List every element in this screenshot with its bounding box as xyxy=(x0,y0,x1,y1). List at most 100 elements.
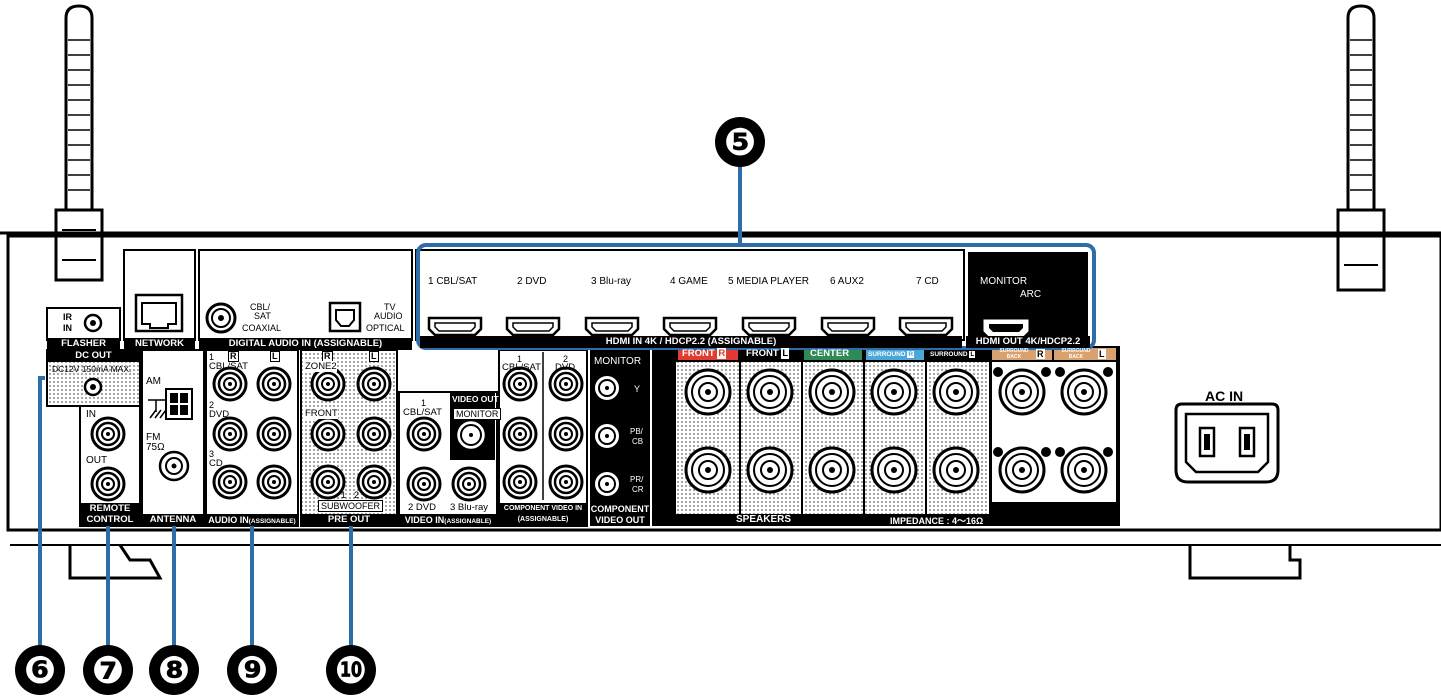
plus-symbol: ⊕ xyxy=(656,379,672,399)
flasher-caption: FLASHER xyxy=(47,338,120,350)
ac-inlet[interactable] xyxy=(1186,414,1268,472)
pre-out-jacks[interactable] xyxy=(312,368,390,498)
antenna-left xyxy=(54,4,104,282)
spk-front-l-text: FRONT xyxy=(746,348,779,359)
remote-in-label: IN xyxy=(86,409,96,420)
hdmi-in-1-label: 1 CBL/SAT xyxy=(428,276,478,287)
comp-out-cr: CR xyxy=(632,485,644,494)
hdmi-in-6-label: 6 AUX2 xyxy=(830,276,864,287)
dc-out-caption: DC OUT xyxy=(47,350,140,362)
spk-surround-r-tag: R xyxy=(907,351,915,358)
optical-label-mid: AUDIO xyxy=(374,311,403,321)
am-terminal[interactable] xyxy=(166,389,192,419)
spk-sb-r: SURROUND BACK xyxy=(999,348,1029,360)
hdmi-in-6-port[interactable] xyxy=(822,318,874,335)
antenna-right xyxy=(1336,4,1386,292)
callout-5: ❺ xyxy=(715,117,765,167)
network-caption: NETWORK xyxy=(124,338,195,350)
hdmi-in-4-port[interactable] xyxy=(664,318,716,335)
comp-in-n2: 2 xyxy=(563,354,569,364)
hdmi-out-caption: HDMI OUT 4K/HDCP2.2 xyxy=(966,336,1090,348)
hdmi-in-1-port[interactable] xyxy=(429,318,481,335)
coax-label-top: CBL/ xyxy=(250,302,271,312)
comp-out-monitor: MONITOR xyxy=(594,356,642,367)
comp-in-n1: 1 xyxy=(517,354,523,364)
video-jacks[interactable] xyxy=(408,418,486,500)
ir-label: IR xyxy=(63,312,72,322)
in-label: IN xyxy=(63,323,72,333)
zone2-label: ZONE2 xyxy=(305,361,337,372)
spk-front-r-text: FRONT xyxy=(682,348,715,359)
spk-sb-l-tag: L xyxy=(1098,349,1106,359)
callout-8: ❽ xyxy=(149,645,199,695)
audio-in-n2: 2 xyxy=(209,400,215,410)
spk-front-r-tag: R xyxy=(717,348,727,359)
callout-10: ❿ xyxy=(326,645,376,695)
pre-front-label: FRONT xyxy=(305,408,338,419)
spk-front-l: FRONT L xyxy=(746,348,790,360)
speakers-caption: SPEAKERS xyxy=(736,514,792,525)
sub-1-label: 1 xyxy=(341,490,347,500)
video-in-dvd: 2 DVD xyxy=(408,502,436,513)
spk-surround-l-tag: L xyxy=(969,351,976,358)
audio-in-n3: 3 xyxy=(209,449,215,459)
spk-surround-l-text: SURROUND xyxy=(930,351,968,358)
comp-in-caption: COMPONENT VIDEO IN xyxy=(499,503,587,515)
sub-2-label: 2 xyxy=(354,490,360,500)
remote-out-jack[interactable] xyxy=(92,468,124,500)
hdmi-in-7-port[interactable] xyxy=(900,318,952,335)
spk-front-r: FRONT R xyxy=(682,348,727,360)
spk-surround-r: SURROUND R xyxy=(868,349,915,360)
speaker-terminal-hit[interactable] xyxy=(684,368,1110,494)
video-in-bluray: 3 Blu-ray xyxy=(450,502,489,513)
spk-surround-r-text: SURROUND xyxy=(868,351,906,358)
fm-terminal[interactable] xyxy=(160,452,188,480)
comp-out-y: Y xyxy=(634,384,641,394)
minus-symbol: ⊖ xyxy=(656,459,672,479)
subwoofer-label: SUBWOOFER xyxy=(318,500,384,512)
spk-surround-l: SURROUND L xyxy=(930,349,976,360)
video-in-cbl: CBL/SAT xyxy=(403,407,442,418)
am-label: AM xyxy=(146,376,161,387)
audio-in-r: R xyxy=(228,351,239,362)
pre-out-l: L xyxy=(369,351,379,362)
video-in-caption: VIDEO IN(ASSIGNABLE) xyxy=(399,514,497,526)
optical-port[interactable] xyxy=(330,303,360,331)
callout-9: ❾ xyxy=(227,645,277,695)
network-port[interactable] xyxy=(147,304,171,324)
comp-out-pr: PR/ xyxy=(630,475,644,484)
audio-in-n1: 1 xyxy=(209,352,215,362)
hdmi-in-4-label: 4 GAME xyxy=(670,276,708,287)
hdmi-in-caption: HDMI IN 4K / HDCP2.2 (ASSIGNABLE) xyxy=(420,336,962,348)
audio-in-cd: CD xyxy=(209,458,223,469)
comp-out-pb: PB/ xyxy=(630,427,643,436)
audio-in-jacks[interactable] xyxy=(214,368,290,498)
remote-out-label: OUT xyxy=(86,455,108,466)
callout-7: ❼ xyxy=(83,645,133,695)
ac-in-label: AC IN xyxy=(1205,388,1244,404)
impedance-label: IMPEDANCE : 4～16Ω xyxy=(890,516,984,526)
component-out-jacks-hit[interactable] xyxy=(592,372,622,500)
spk-sb-l: SURROUND BACK xyxy=(1061,348,1091,360)
hdmi-in-2-port[interactable] xyxy=(507,318,559,335)
coaxial-label: COAXIAL xyxy=(242,323,282,333)
dc-out-jack[interactable] xyxy=(85,379,101,395)
component-in-jacks[interactable] xyxy=(504,368,582,498)
remote-in-jack[interactable] xyxy=(92,418,124,450)
pre-out-caption: PRE OUT xyxy=(301,514,397,526)
hdmi-in-7-label: 7 CD xyxy=(916,276,939,287)
comp-out-caption-1: COMPONENT xyxy=(590,503,650,515)
remote-caption-2: CONTROL xyxy=(80,514,140,526)
hdmi-in-3-port[interactable] xyxy=(586,318,638,335)
audio-in-cbl: CBL/SAT xyxy=(209,361,248,372)
coaxial-port[interactable] xyxy=(207,304,235,332)
hdmi-out-arc-label: ARC xyxy=(1020,289,1042,300)
hdmi-in-2-label: 2 DVD xyxy=(517,276,547,287)
spk-sb-r-tag: R xyxy=(1036,349,1045,359)
hdmi-in-5-port[interactable] xyxy=(743,318,795,335)
audio-in-l: L xyxy=(270,351,280,362)
audio-in-assign: (ASSIGNABLE) xyxy=(248,518,296,525)
hdmi-out-port[interactable] xyxy=(984,320,1028,337)
assignable-label: ASSIGNABLE xyxy=(1016,503,1076,513)
